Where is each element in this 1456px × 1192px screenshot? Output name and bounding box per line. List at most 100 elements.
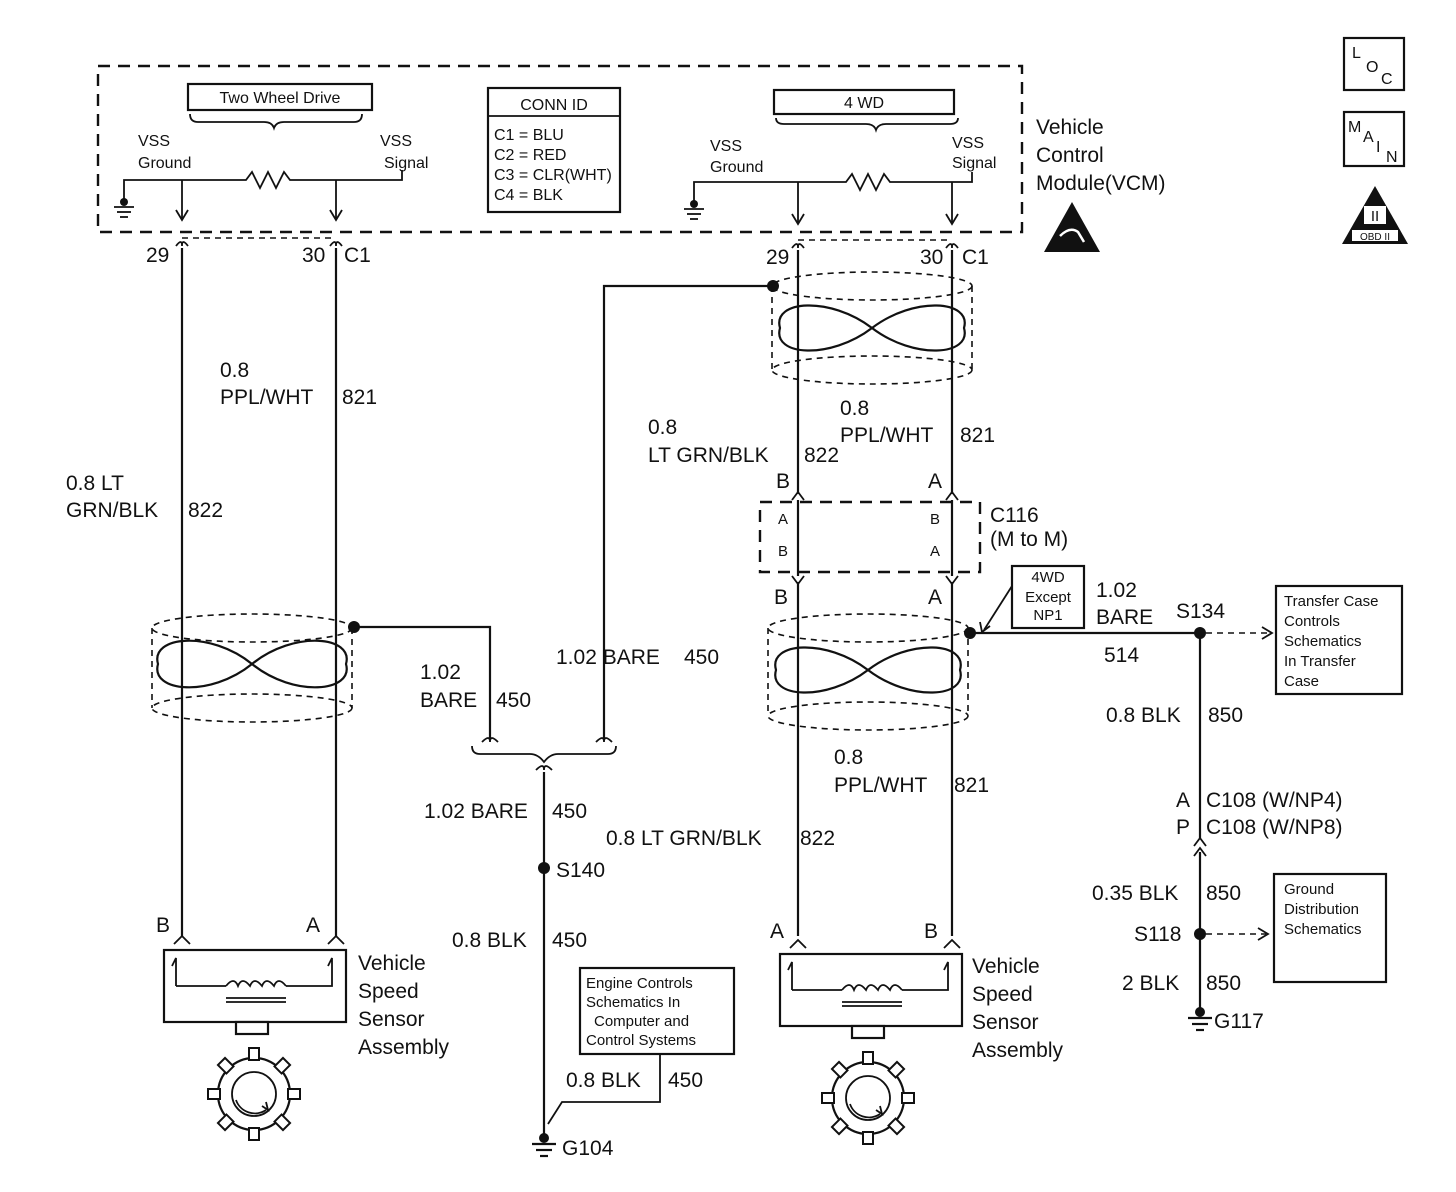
transfer-case-schematics-box[interactable] (1274, 584, 1404, 696)
svg-text:PPL/WHT: PPL/WHT (220, 386, 314, 409)
svg-text:Schematics: Schematics (1284, 921, 1362, 938)
svg-text:1.02: 1.02 (420, 661, 461, 684)
svg-text:BARE: BARE (420, 689, 477, 712)
main-icon[interactable]: M A I N (1342, 110, 1406, 168)
svg-text:M: M (1348, 119, 1361, 136)
svg-text:Signal: Signal (384, 155, 428, 172)
wire-right-821 (945, 243, 959, 936)
svg-text:450: 450 (684, 646, 719, 669)
svg-text:NP1: NP1 (1033, 607, 1062, 624)
reluctor-tooth (216, 1056, 235, 1075)
vcm-module-outline (96, 64, 1024, 234)
svg-text:0.8: 0.8 (648, 416, 677, 439)
reluctor-tooth (273, 1113, 292, 1132)
engine-controls-schematics-box[interactable] (578, 966, 736, 1056)
esd-warning-icon (1044, 202, 1100, 252)
svg-text:822: 822 (804, 444, 839, 467)
two-wheel-drive-title: Two Wheel Drive (220, 90, 341, 107)
svg-text:GRN/BLK: GRN/BLK (66, 499, 158, 522)
svg-text:A: A (928, 470, 942, 493)
loc-icon[interactable]: L O C (1342, 36, 1406, 92)
svg-text:0.8: 0.8 (220, 359, 249, 382)
svg-text:A: A (306, 914, 320, 937)
reluctor-tooth (830, 1060, 849, 1079)
svg-text:Except: Except (1025, 589, 1072, 606)
svg-text:Control: Control (1036, 144, 1104, 167)
svg-text:1.02 BARE: 1.02 BARE (556, 646, 660, 669)
svg-text:Vehicle: Vehicle (358, 952, 426, 975)
conn-id-item: C1 = BLU (494, 127, 564, 144)
pin-30-left: 30 (302, 244, 325, 267)
reluctor-tooth (862, 1131, 874, 1145)
vss-ground-label-4wd: VSS (710, 138, 742, 155)
svg-text:1.02 BARE: 1.02 BARE (424, 800, 528, 823)
drain-splice-junction (471, 737, 617, 1136)
svg-text:Ground: Ground (1284, 881, 1334, 898)
svg-text:Transfer Case: Transfer Case (1284, 593, 1378, 610)
svg-text:Assembly: Assembly (972, 1039, 1064, 1062)
svg-text:B: B (156, 914, 170, 937)
svg-text:450: 450 (552, 929, 587, 952)
svg-text:0.8 BLK: 0.8 BLK (452, 929, 527, 952)
svg-text:Sensor: Sensor (358, 1008, 425, 1031)
vcm-internal-circuit-2wd (114, 169, 403, 222)
svg-text:Ground: Ground (710, 159, 763, 176)
svg-text:0.8 LT GRN/BLK: 0.8 LT GRN/BLK (606, 827, 762, 850)
splice-s118 (1194, 928, 1206, 940)
svg-text:O: O (1366, 59, 1378, 76)
two-wd-bracket (189, 113, 363, 131)
reluctor-tooth (273, 1056, 292, 1075)
svg-text:B: B (778, 543, 788, 560)
svg-text:In Transfer: In Transfer (1284, 653, 1356, 670)
sensor-label-right: Vehicle Speed Sensor Assembly (972, 955, 1064, 1062)
conn-id-box (486, 86, 622, 214)
ground-distribution-schematics-box[interactable] (1272, 872, 1388, 984)
reluctor-tooth (207, 1088, 221, 1100)
svg-text:Vehicle: Vehicle (972, 955, 1040, 978)
vss-signal-label-2wd: VSS (380, 133, 412, 150)
svg-text:Case: Case (1284, 673, 1319, 690)
svg-text:LT GRN/BLK: LT GRN/BLK (648, 444, 769, 467)
svg-text:C116: C116 (990, 504, 1039, 527)
svg-text:OBD II: OBD II (1360, 232, 1390, 243)
svg-text:Signal: Signal (952, 155, 996, 172)
connector-c1-left: C1 (344, 244, 371, 267)
vcm-internal-circuit-4wd (684, 171, 973, 226)
svg-text:PPL/WHT: PPL/WHT (834, 774, 928, 797)
note-4wd-except-np1 (1010, 564, 1086, 630)
conn-id-item: C3 = CLR(WHT) (494, 167, 612, 184)
svg-text:A: A (778, 511, 788, 528)
svg-text:0.35 BLK: 0.35 BLK (1092, 882, 1178, 905)
reluctor-tooth (862, 1051, 874, 1065)
vehicle-speed-sensor-left (162, 934, 348, 1036)
svg-text:450: 450 (552, 800, 587, 823)
svg-text:Computer and: Computer and (594, 1013, 689, 1030)
obd-ii-icon[interactable]: II OBD II (1342, 186, 1408, 244)
vehicle-speed-sensor-right (778, 938, 964, 1040)
svg-text:850: 850 (1206, 882, 1241, 905)
splice-s140 (538, 862, 550, 874)
svg-text:850: 850 (1208, 704, 1243, 727)
pin-30-right: 30 (920, 246, 943, 269)
svg-text:450: 450 (496, 689, 531, 712)
svg-text:Sensor: Sensor (972, 1011, 1039, 1034)
svg-text:G104: G104 (562, 1137, 614, 1160)
svg-text:514: 514 (1104, 644, 1139, 667)
reluctor-tooth (830, 1117, 849, 1136)
svg-text:S140: S140 (556, 859, 605, 882)
svg-text:Speed: Speed (972, 983, 1033, 1006)
svg-text:821: 821 (960, 424, 995, 447)
svg-text:0.8: 0.8 (840, 397, 869, 420)
svg-text:S118: S118 (1134, 923, 1182, 946)
sensor-label-left: Vehicle Speed Sensor Assembly (358, 952, 450, 1059)
engine-controls-leader (547, 1054, 661, 1125)
svg-text:0.8 BLK: 0.8 BLK (1106, 704, 1181, 727)
conn-id-title: CONN ID (520, 97, 588, 114)
svg-text:450: 450 (668, 1069, 703, 1092)
reluctor-tooth (248, 1047, 260, 1061)
svg-text:A: A (930, 543, 940, 560)
svg-text:Distribution: Distribution (1284, 901, 1359, 918)
wire-right-822 (791, 243, 805, 936)
reluctor-tooth (216, 1113, 235, 1132)
twisted-pair-shield-right-top (771, 271, 973, 385)
